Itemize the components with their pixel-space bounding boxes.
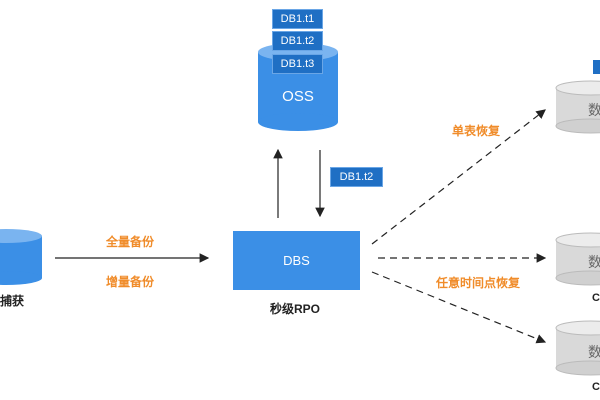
target-database-cylinder-top bbox=[555, 60, 600, 134]
target-database-cylinder-middle bbox=[555, 232, 600, 286]
source-database-cylinder bbox=[0, 229, 42, 285]
dbs-box: DBS bbox=[233, 231, 360, 290]
target-middle-glyph: 数 bbox=[588, 254, 600, 270]
target-top-glyph: 数 bbox=[588, 102, 600, 118]
dbs-label: DBS bbox=[283, 253, 310, 268]
single-table-restore-arrow bbox=[371, 109, 546, 245]
pitr-restore-label: 任意时间点恢复 bbox=[436, 276, 521, 290]
source-label: 捕获 bbox=[0, 294, 25, 308]
oss-label: OSS bbox=[282, 88, 314, 105]
target-bottom-glyph: 数 bbox=[588, 344, 600, 360]
oss-table-tag-1: DB1.t1 bbox=[272, 9, 323, 29]
full-backup-label: 全量备份 bbox=[106, 235, 155, 249]
target-database-cylinder-bottom bbox=[555, 320, 600, 376]
rpo-label: 秒级RPO bbox=[270, 302, 321, 316]
download-table-tag: DB1.t2 bbox=[330, 167, 383, 187]
single-table-restore-label: 单表恢复 bbox=[452, 124, 501, 138]
target-bottom-label: C bbox=[592, 381, 600, 393]
target-middle-label: C bbox=[592, 292, 600, 304]
oss-table-tag-2: DB1.t2 bbox=[272, 31, 323, 51]
incremental-backup-label: 增量备份 bbox=[106, 275, 155, 289]
oss-table-tag-3: DB1.t3 bbox=[272, 54, 323, 74]
